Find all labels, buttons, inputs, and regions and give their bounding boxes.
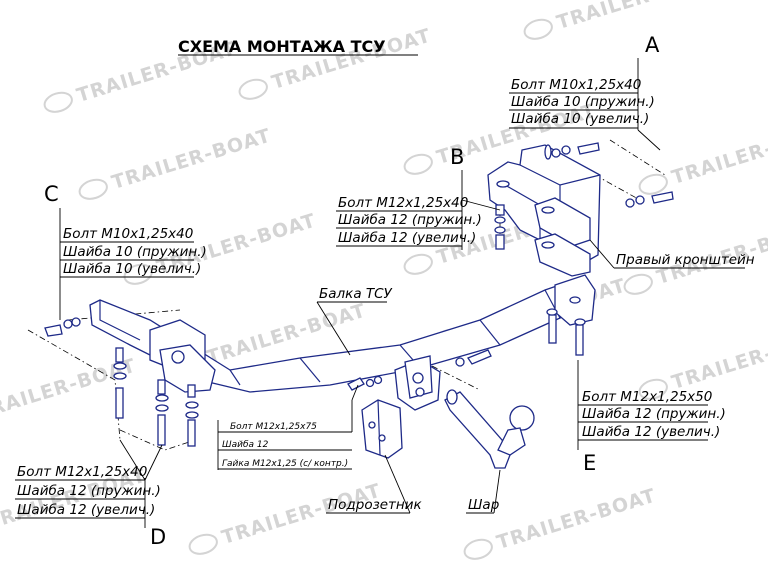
part-label: Подрозетник [328,497,423,513]
callout-line: Болт М12х1,25х40 [17,464,147,480]
callout-line: Шайба 12 (пружин.) [17,483,161,499]
watermark: TRAILER-BOAT [78,125,274,200]
svg-text:TRAILER-BOAT: TRAILER-BOAT [219,480,383,549]
diagram-title: СХЕМА МОНТАЖА ТСУ [178,37,386,56]
label-ball: Шар [466,469,501,514]
callout-letter: B [450,145,464,169]
svg-text:TRAILER-BOAT: TRAILER-BOAT [554,0,718,34]
callout-line: Болт М10х1,25х40 [511,77,641,93]
callout-line: Шайба 10 (увелич.) [511,111,649,127]
tow-ball [444,389,535,469]
part-label: Шар [468,497,499,513]
watermark: TRAILER-BOAT [638,120,768,195]
callout-line: Болт М12х1,25х75 [230,422,317,432]
callout-line: Шайба 12 (пружин.) [338,212,482,228]
callout-a: A Болт М10х1,25х40 Шайба 10 (пружин.) Ша… [509,33,661,151]
svg-text:TRAILER-BOAT: TRAILER-BOAT [669,325,768,394]
callout-line: Шайба 12 (пружин.) [582,406,726,422]
callout-central-bolt: Болт М12х1,25х75 Шайба 12 Гайка М12х1,25… [217,384,359,470]
svg-text:TRAILER-BOAT: TRAILER-BOAT [494,485,658,554]
callout-line: Шайба 12 (увелич.) [582,424,720,440]
callout-letter: A [645,33,660,57]
svg-text:TRAILER-BOAT: TRAILER-BOAT [669,120,768,189]
hitch-beam [89,274,596,393]
part-label: Балка ТСУ [319,286,393,302]
callout-letter: D [150,525,166,549]
label-beam: Балка ТСУ [316,286,393,356]
callout-line: Шайба 10 (пружин.) [63,244,207,260]
callout-line: Шайба 12 (увелич.) [338,230,476,246]
callout-d: D Болт М12х1,25х40 Шайба 12 (пружин.) Ша… [15,439,166,549]
label-socket-bracket: Подрозетник [326,454,423,514]
svg-text:TRAILER-BOAT: TRAILER-BOAT [109,125,273,194]
socket-bracket [361,399,403,459]
svg-text:TRAILER-BOAT: TRAILER-BOAT [269,25,433,94]
callout-line: Болт М12х1,25х40 [338,195,468,211]
tow-plate [394,355,441,411]
callout-line: Болт М12х1,25х50 [582,389,712,405]
callout-letter: E [583,451,596,475]
callout-line: Гайка М12х1,25 (с/ контр.) [222,459,348,469]
watermark: TRAILER-BOAT [523,0,719,40]
callout-b: B Болт М12х1,25х40 Шайба 12 (пружин.) Ша… [336,145,501,250]
callout-line: Шайба 12 [222,440,269,450]
callout-e: E Болт М12х1,25х50 Шайба 12 (пружин.) Ша… [577,360,726,475]
callout-letter: C [44,182,59,206]
part-label: Правый кронштейн [616,252,755,268]
callout-line: Шайба 12 (увелич.) [17,502,155,518]
callout-line: Шайба 10 (пружин.) [511,94,655,110]
callout-c: C Болт М10х1,25х40 Шайба 10 (пружин.) Ша… [44,182,207,320]
callout-line: Шайба 10 (увелич.) [63,261,201,277]
label-right-bracket: Правый кронштейн [589,239,755,269]
watermark: TRAILER-BOAT [188,480,384,555]
callout-line: Болт М10х1,25х40 [63,226,193,242]
right-bracket [487,144,601,277]
